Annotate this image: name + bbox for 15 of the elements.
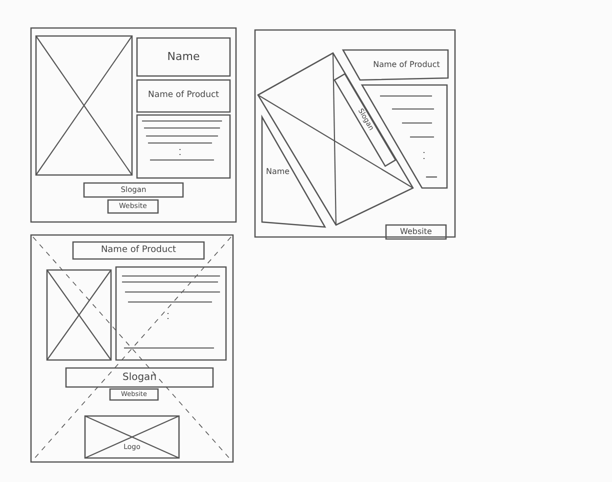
product-name-field: Name of Product — [137, 80, 230, 112]
name-field: Name — [137, 38, 230, 76]
product-name-field: Name of Product — [73, 242, 204, 259]
text-placeholder — [116, 267, 226, 360]
wireframe-panel — [31, 28, 236, 222]
wireframe-panel — [31, 235, 233, 462]
name-field: Name — [262, 117, 325, 227]
image-placeholder — [36, 36, 132, 175]
product-name-field: Name of Product — [343, 50, 448, 80]
placeholder-box — [85, 416, 179, 458]
image-placeholder — [47, 270, 111, 360]
slogan-field: Slogan — [66, 368, 213, 387]
website-field: Website — [386, 225, 446, 239]
wireframe-panel — [255, 30, 455, 237]
text-placeholder — [137, 115, 230, 178]
